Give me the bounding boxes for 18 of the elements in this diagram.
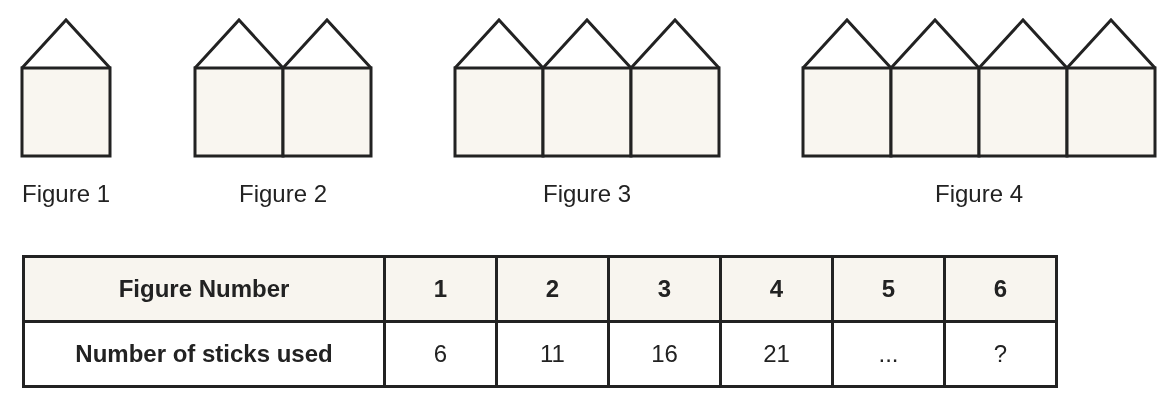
header-cell: Figure Number bbox=[23, 256, 385, 322]
header-cell: 2 bbox=[496, 256, 609, 322]
figure-caption: Figure 1 bbox=[22, 180, 110, 208]
figure-caption: Figure 2 bbox=[239, 180, 327, 208]
table-cell: ? bbox=[944, 321, 1057, 387]
table-cell: 11 bbox=[496, 321, 609, 387]
table-cell: Number of sticks used bbox=[23, 321, 385, 387]
table-cell: 6 bbox=[384, 321, 497, 387]
figure-caption: Figure 4 bbox=[935, 180, 1023, 208]
header-cell: 3 bbox=[608, 256, 721, 322]
header-cell: 1 bbox=[384, 256, 497, 322]
header-cell: 5 bbox=[832, 256, 945, 322]
table-cell: ... bbox=[832, 321, 945, 387]
figure-caption: Figure 3 bbox=[543, 180, 631, 208]
table-cell: 16 bbox=[608, 321, 721, 387]
header-cell: 6 bbox=[944, 256, 1057, 322]
table-cell: 21 bbox=[720, 321, 833, 387]
header-cell: 4 bbox=[720, 256, 833, 322]
